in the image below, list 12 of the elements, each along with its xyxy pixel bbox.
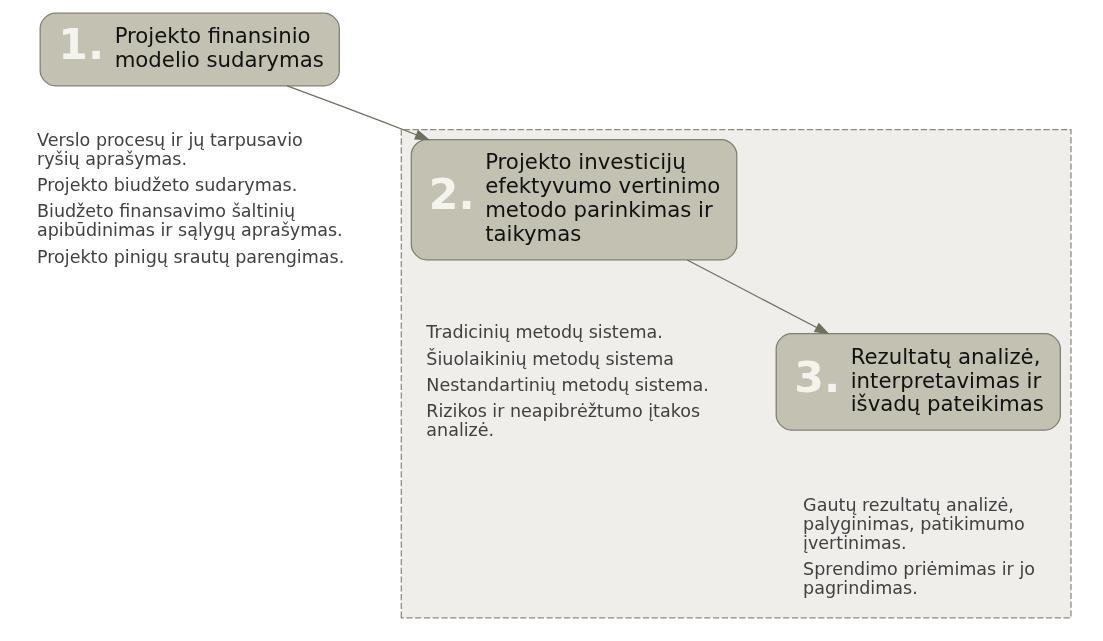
node-label: Projekto pinigų srautų parengimas.	[37, 246, 345, 267]
node-label: Verslo procesų ir jų tarpusavio ryšių aprašymas.	[37, 130, 303, 169]
arrow	[286, 85, 430, 141]
node-label: Šiuolaikinių metodų sistema	[426, 348, 675, 369]
node-label: Rizikos ir neapibrėžtumo įtakos analizė.	[426, 401, 701, 440]
node-label: Sprendimo priėmimas ir jo pagrindimas.	[803, 558, 1035, 598]
arrow	[686, 259, 830, 335]
node-label: Projekto biudžeto sudarymas.	[37, 175, 298, 196]
node-label: Gautų rezultatų analizė, palyginimas, patikimumo įvertinimas.	[803, 495, 1025, 553]
node-label: Tradicinių metodų sistema.	[426, 322, 663, 343]
node-label: Nestandartinių metodų sistema.	[426, 374, 709, 395]
node-label: Biudžeto finansavimo šaltinių apibūdinimas ir sąlygų aprašymas.	[37, 201, 343, 241]
